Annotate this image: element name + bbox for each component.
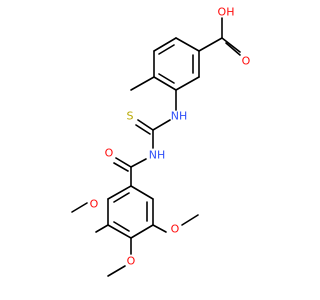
right-methoxy-oxygen-label: O (171, 223, 180, 236)
bond (95, 224, 109, 233)
bond (130, 185, 154, 200)
bond (113, 221, 130, 232)
bond (198, 37, 223, 52)
acid-carbonyl-oxygen-label: O (242, 55, 251, 68)
bond (130, 158, 147, 168)
hydroxyl-label: OH (218, 6, 235, 19)
bond (107, 224, 132, 239)
bond (113, 162, 129, 172)
bond (153, 76, 177, 91)
bond (115, 157, 132, 168)
bond (175, 76, 200, 91)
bond (130, 224, 154, 239)
atom-labels: OH O NH S NH O O O O (90, 6, 251, 268)
bond-lines (71, 17, 241, 277)
amide-oxygen-label: O (105, 147, 114, 160)
bond (107, 265, 126, 277)
bond (158, 44, 175, 55)
bond (175, 37, 200, 52)
para-methoxy-oxygen-label: O (127, 255, 136, 268)
bond (225, 42, 241, 56)
bond (153, 37, 177, 52)
bond (137, 119, 154, 131)
bond (130, 76, 155, 91)
upper-amine-label: NH (171, 110, 188, 123)
lower-amine-label: NH (149, 149, 166, 162)
bond (181, 214, 199, 226)
thione-sulfur-label: S (127, 110, 134, 123)
bond (152, 224, 167, 233)
bond (113, 192, 130, 203)
bond (221, 37, 241, 53)
bond (107, 185, 132, 200)
bond (71, 202, 88, 213)
left-methoxy-oxygen-label: O (90, 198, 99, 211)
bond (152, 119, 171, 131)
molecule-structure: OH O NH S NH O O O O (71, 6, 251, 277)
bond (135, 124, 151, 135)
bond (158, 73, 175, 84)
